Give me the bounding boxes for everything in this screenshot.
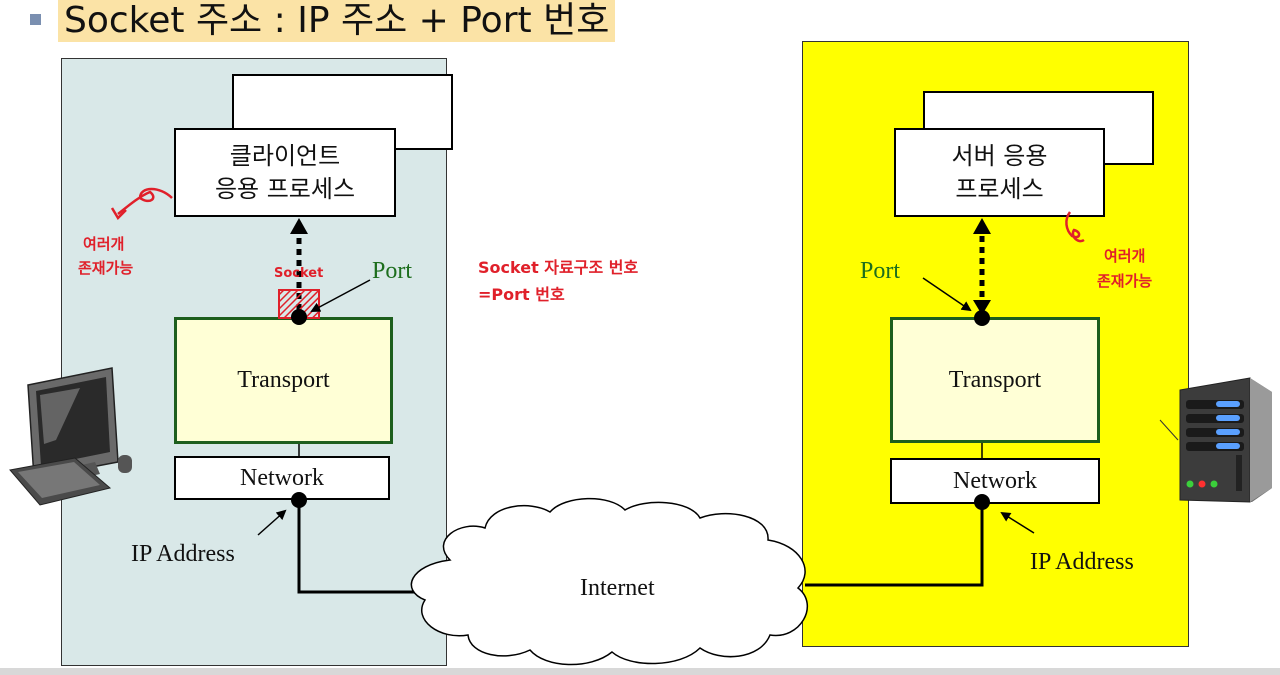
client-process-box: 클라이언트 응용 프로세스 [174,128,396,217]
server-network-label: Network [953,467,1037,494]
client-multi-annotation-line1: 여러개 [83,235,125,253]
client-transport-box: Transport [174,317,393,444]
server-ip-arrow [1000,511,1035,534]
client-port-dot [291,309,307,325]
client-internet-line [297,500,425,594]
client-multi-annotation-line2: 존재가능 [78,259,134,277]
server-socket-link [973,218,991,315]
server-annotation-stroke [1065,211,1085,243]
server-icon [1159,377,1272,503]
server-multi-annotation-line1: 여러개 [1104,247,1146,265]
server-ip-label: IP Address [1030,549,1134,575]
client-process-line1: 클라이언트 [229,141,341,170]
server-network-box: Network [890,458,1100,504]
client-network-box: Network [174,456,390,500]
client-ip-label: IP Address [131,541,235,567]
server-port-dot [974,310,990,326]
server-process-box: 서버 응용 프로세스 [894,128,1105,217]
server-transport-box: Transport [890,317,1100,443]
server-port-arrow [922,277,972,312]
server-process-line1: 서버 응용 [951,141,1048,170]
client-process-line2: 응용 프로세스 [214,174,356,203]
client-network-label: Network [240,464,324,491]
slide-title: Socket 주소 : IP 주소 + Port 번호 [58,0,616,42]
client-transport-label: Transport [237,367,330,393]
internet-label: Internet [580,575,655,601]
server-process-line2: 프로세스 [955,174,1044,203]
server-port-label: Port [860,258,901,284]
client-annotation-stroke [117,187,173,215]
bottom-bar [0,668,1280,675]
internet-cloud [410,497,809,666]
middle-annotation-line1: Socket 자료구조 번호 [478,258,639,277]
client-ip-arrow [257,509,287,536]
middle-annotation-line2: =Port 번호 [478,285,565,304]
client-port-label: Port [372,258,413,284]
socket-annotation: Socket [274,266,324,281]
title-bullet [30,14,41,25]
computer-icon [9,367,132,506]
server-transport-label: Transport [948,366,1042,393]
server-internet-line [805,502,984,587]
server-multi-annotation-line2: 존재가능 [1097,272,1153,290]
client-port-arrow [310,279,371,312]
